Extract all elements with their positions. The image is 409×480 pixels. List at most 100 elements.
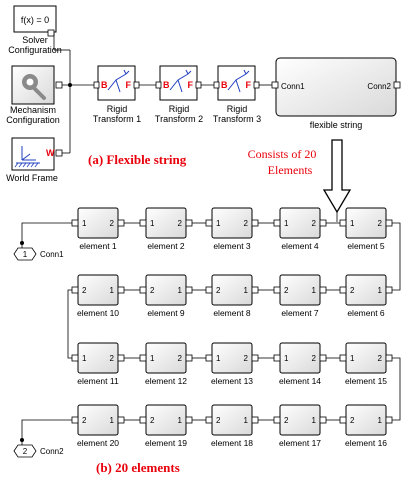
element-port-right-number: 1: [378, 286, 383, 295]
element-port-right: [117, 416, 125, 424]
flexible-string-subsystem[interactable]: Conn1 Conn2: [271, 57, 401, 117]
element-port-right: [319, 354, 327, 362]
element-port-right: [385, 416, 393, 424]
element-port-right-number: 2: [110, 354, 115, 363]
conn1-port[interactable]: 1 Conn1: [13, 241, 64, 261]
element-label: element 9: [147, 308, 185, 318]
wrench-icon: [22, 74, 46, 100]
transform-port-out: [195, 81, 202, 89]
element-port-right-number: 1: [378, 416, 383, 425]
element-port-left: [273, 219, 281, 227]
element-label: element 18: [211, 438, 253, 448]
element-label: element 1: [79, 241, 117, 251]
element-port-right: [251, 286, 259, 294]
element-port-left-number: 2: [150, 416, 155, 425]
element-port-right-number: 1: [244, 286, 249, 295]
transform-port-out: [253, 81, 260, 89]
conn1-label: Conn1: [40, 250, 64, 259]
element-port-right-number: 1: [110, 286, 115, 295]
subsystem-conn1-label: Conn1: [281, 82, 305, 91]
element-port-right-number: 1: [178, 416, 183, 425]
element-port-left: [139, 286, 147, 294]
world-frame-label: World Frame: [6, 173, 58, 183]
element-port-right-number: 2: [178, 354, 183, 363]
element-port-left-number: 2: [216, 286, 221, 295]
element-port-left: [339, 219, 347, 227]
conn2-port[interactable]: 2 Conn2: [13, 438, 64, 458]
element-port-left-number: 1: [284, 219, 289, 228]
element-port-right: [185, 416, 193, 424]
element-port-left: [71, 219, 79, 227]
conn2-label: Conn2: [40, 447, 64, 456]
element-label: element 13: [211, 376, 253, 386]
element-port-left: [339, 354, 347, 362]
element-port-left: [139, 219, 147, 227]
element-port-right-number: 2: [312, 354, 317, 363]
solver-label-line1: Solver: [22, 35, 48, 45]
element-port-left-number: 2: [284, 416, 289, 425]
element-port-right: [117, 219, 125, 227]
world-frame-block[interactable]: W: [11, 137, 63, 171]
transform-label-line2: Transform 3: [213, 114, 261, 124]
element-port-right: [319, 416, 327, 424]
element-port-left-number: 2: [216, 416, 221, 425]
element-port-left-number: 2: [150, 286, 155, 295]
note-line2: Elements: [268, 163, 313, 177]
element-port-right: [319, 219, 327, 227]
element-port-right: [117, 354, 125, 362]
ground-axes-icon: [14, 146, 40, 168]
transform-port-f-label: F: [246, 80, 252, 90]
element-port-right-number: 2: [244, 219, 249, 228]
element-port-left: [273, 416, 281, 424]
element-label: element 6: [347, 308, 385, 318]
solver-equation: f(x) = 0: [21, 15, 49, 25]
element-port-left: [339, 286, 347, 294]
transform-axes-icon: [107, 69, 130, 93]
element-label: element 16: [345, 438, 387, 448]
element-port-left-number: 2: [82, 416, 87, 425]
mechanism-port: [55, 81, 63, 89]
note-line1: Consists of 20: [248, 147, 317, 161]
element-port-right-number: 1: [312, 286, 317, 295]
element-port-left: [71, 354, 79, 362]
transform-port-f-label: F: [126, 80, 132, 90]
solver-label-line2: Configuration: [8, 45, 62, 55]
subsystem-port-out: [393, 81, 401, 89]
element-port-right: [117, 286, 125, 294]
solver-configuration-block[interactable]: f(x) = 0: [13, 5, 57, 37]
element-port-left-number: 1: [216, 219, 221, 228]
element-port-right-number: 1: [244, 416, 249, 425]
conn2-number: 2: [23, 447, 28, 456]
transform-axes-icon: [169, 69, 192, 93]
element-port-right: [319, 286, 327, 294]
transform-axes-icon: [227, 69, 250, 93]
element-label: element 20: [77, 438, 119, 448]
element-port-right-number: 2: [178, 219, 183, 228]
mechanism-configuration-block[interactable]: [11, 65, 63, 105]
caption-a: (a) Flexible string: [88, 152, 187, 167]
element-port-right: [251, 354, 259, 362]
